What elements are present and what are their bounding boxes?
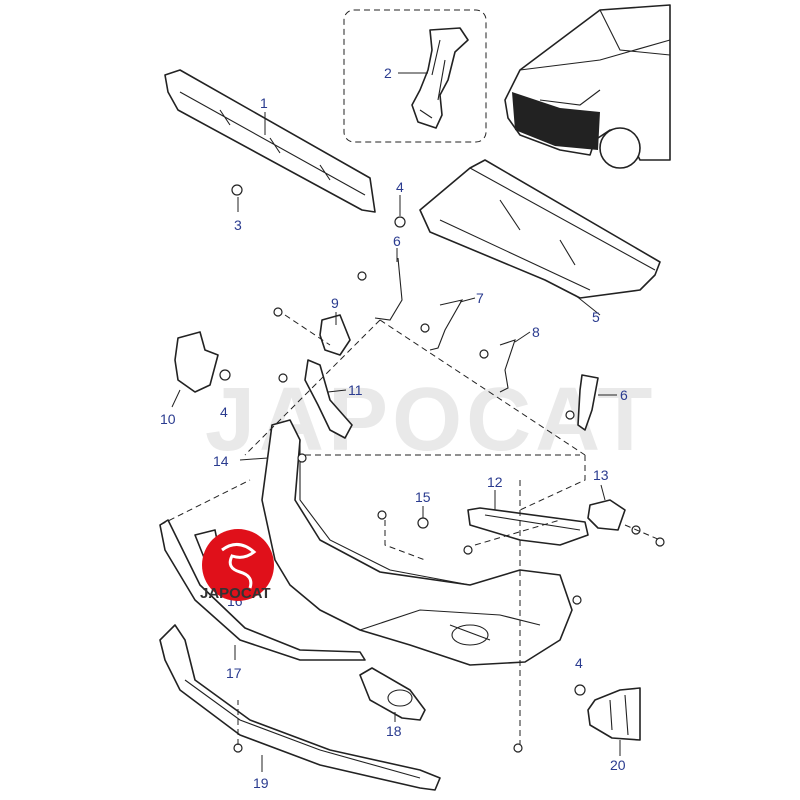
bolt-icon-g [565, 410, 575, 420]
japocat-logo: JAPOCAT [200, 529, 274, 602]
callout-4-top: 4 [396, 179, 404, 195]
bolt-icon-4c [574, 684, 586, 696]
assembly-dashed-lines [159, 314, 661, 745]
part-7-wire [429, 299, 464, 351]
callout-1: 1 [260, 95, 268, 111]
bolt-icon-b [273, 307, 283, 317]
bolt-icon-m [233, 743, 243, 753]
bolt-icon-h [377, 510, 387, 520]
part-9-bracket [319, 314, 351, 356]
part-18-fog-bezel [359, 667, 426, 721]
callout-2: 2 [384, 65, 392, 81]
car-front-bumper-highlight [512, 92, 600, 150]
part-12-side-bracket [467, 507, 589, 546]
bolt-icon-c [278, 373, 288, 383]
leader-lines [171, 72, 621, 772]
part-17-spoiler [159, 519, 366, 661]
part-6-upper-wire [374, 257, 403, 321]
logo-text: JAPOCAT [200, 585, 271, 602]
bolt-icon-d [297, 453, 307, 463]
callout-5: 5 [592, 309, 600, 325]
part-20-bracket [587, 687, 641, 741]
callout-6-top: 6 [393, 233, 401, 249]
callout-9: 9 [331, 295, 339, 311]
callout-labels: 1 2 3 4 6 5 7 8 9 10 4 11 6 14 13 12 15 … [160, 65, 628, 791]
part-6-lower-bracket [577, 374, 599, 431]
part-1-energy-absorber [164, 69, 376, 213]
callout-10: 10 [160, 411, 176, 427]
logo-red-circle [202, 529, 274, 601]
callout-7: 7 [476, 290, 484, 306]
callout-17: 17 [226, 665, 242, 681]
callout-15: 15 [415, 489, 431, 505]
callout-8: 8 [532, 324, 540, 340]
callout-18: 18 [386, 723, 402, 739]
part-8-wire [499, 339, 516, 393]
part-10-bracket [174, 331, 219, 393]
bolt-icon-f [479, 349, 489, 359]
callout-3: 3 [234, 217, 242, 233]
bolt-icon-k [655, 537, 665, 547]
clip-icon-3 [231, 184, 243, 196]
detail-box-part-2 [343, 9, 487, 143]
bolt-icon-n [513, 743, 523, 753]
callout-11: 11 [348, 382, 363, 398]
logo-swirl-icon [221, 543, 257, 589]
bolt-icon-4a [394, 216, 406, 228]
part-5-reinforcement [419, 159, 661, 299]
bolt-icon-e [420, 323, 430, 333]
bolt-icon-i [463, 545, 473, 555]
callout-19: 19 [253, 775, 269, 791]
callout-20: 20 [610, 757, 626, 773]
callout-13: 13 [593, 467, 609, 483]
clip-icon-15 [417, 517, 429, 529]
callout-6-right: 6 [620, 387, 628, 403]
callout-14: 14 [213, 453, 229, 469]
part-19-undercover [159, 624, 441, 791]
bolt-icon-4b [219, 369, 231, 381]
callout-4-left: 4 [220, 404, 228, 420]
fastener-bolts [219, 184, 665, 753]
part-2-bracket [411, 27, 469, 129]
bolt-icon-l [572, 595, 582, 605]
bolt-icon-a [357, 271, 367, 281]
callout-12: 12 [487, 474, 503, 490]
callout-4-bottom: 4 [575, 655, 583, 671]
car-illustration [504, 4, 671, 169]
part-13-bracket [587, 499, 626, 531]
